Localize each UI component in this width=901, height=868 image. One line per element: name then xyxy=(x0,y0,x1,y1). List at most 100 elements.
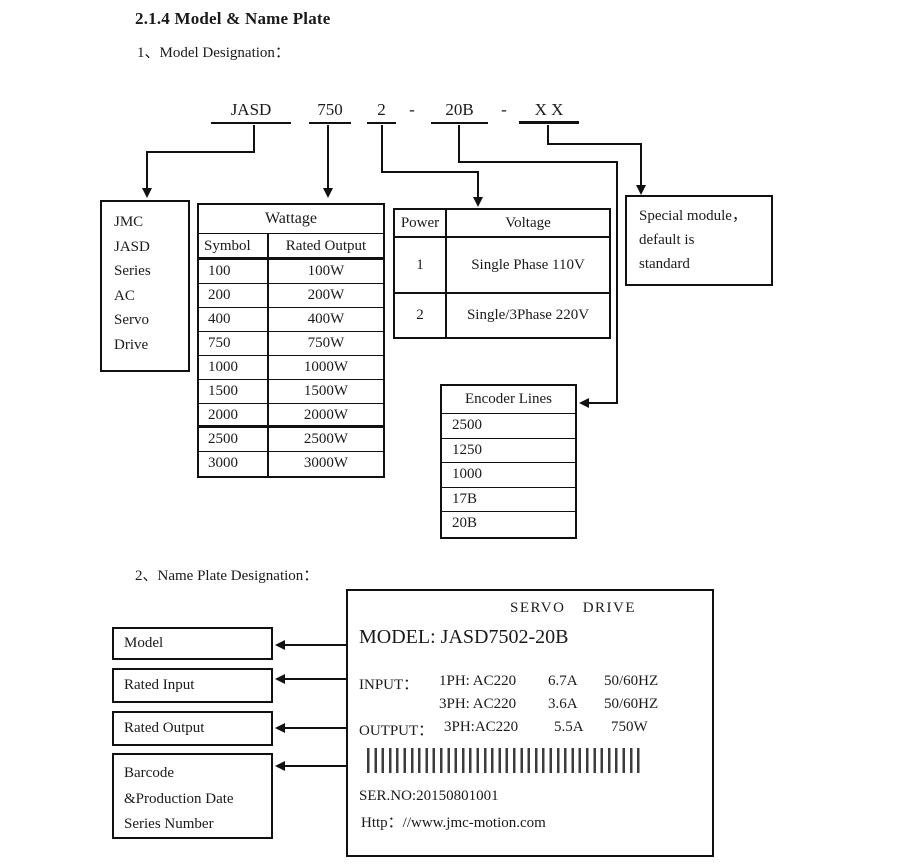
symbol-cell: 2500 xyxy=(199,428,269,451)
model-code-special: X X xyxy=(519,99,579,124)
power-row: 1 Single Phase 110V xyxy=(395,238,609,294)
series-description-box: JMC JASD Series AC Servo Drive xyxy=(100,200,190,372)
series-line: Servo xyxy=(114,312,149,328)
plate-output-current: 5.5A xyxy=(554,719,584,735)
page-title: 2.1.4 Model & Name Plate xyxy=(135,9,331,28)
plate-input-frequency: 50/60HZ xyxy=(604,696,659,712)
plate-output-phase: 3PH:AC220 xyxy=(444,719,519,735)
output-cell: 750W xyxy=(307,335,345,351)
encoder-option: 1000 xyxy=(442,463,575,488)
series-line: Series xyxy=(114,263,151,279)
symbol-cell: 200 xyxy=(199,284,269,307)
plate-input-phase: 3PH: AC220 xyxy=(439,696,517,712)
output-cell: 1000W xyxy=(303,359,349,375)
output-cell: 400W xyxy=(307,311,345,327)
plate-input-label: INPUT： xyxy=(359,677,419,693)
symbol-cell: 2000 xyxy=(199,404,269,425)
plate-input-frequency: 50/60HZ xyxy=(604,673,659,689)
special-module-line: standard xyxy=(639,256,690,272)
power-table-header: Power Voltage xyxy=(395,210,609,238)
power-col-header: Power xyxy=(395,210,447,236)
plate-serial-number: SER.NO:20150801001 xyxy=(359,788,499,804)
wattage-row: 750 750W xyxy=(199,332,383,356)
wattage-col-rated-output: Rated Output xyxy=(285,238,367,254)
plate-output-power: 750W xyxy=(611,719,648,735)
series-line: Drive xyxy=(114,336,149,353)
voltage-cell: Single/3Phase 220V xyxy=(466,307,590,323)
section-2-label: 2、Name Plate Designation： xyxy=(135,568,319,584)
output-cell: 2500W xyxy=(303,431,349,447)
series-line: AC xyxy=(114,287,135,304)
label-text: Rated Input xyxy=(124,677,195,693)
voltage-col-header: Voltage xyxy=(505,214,551,231)
barcode-image xyxy=(367,748,644,773)
label-text: Series Number xyxy=(124,816,214,832)
wattage-row: 1500 1500W xyxy=(199,380,383,404)
special-module-line: Special module， xyxy=(639,208,747,224)
wattage-row: 3000 3000W xyxy=(199,452,383,476)
wattage-row: 100 100W xyxy=(199,260,383,284)
plate-input-phase: 1PH: AC220 xyxy=(439,673,517,689)
connector-special-line xyxy=(547,125,642,186)
label-text: Model xyxy=(124,635,164,651)
plate-output-label: OUTPUT： xyxy=(359,723,434,739)
wattage-row: 400 400W xyxy=(199,308,383,332)
output-cell: 200W xyxy=(307,287,345,303)
encoder-lines-box: Encoder Lines 2500 1250 1000 17B 20B xyxy=(440,384,577,539)
encoder-option: 2500 xyxy=(442,414,575,439)
output-cell: 100W xyxy=(307,263,345,279)
wattage-table-header: Symbol Rated Output xyxy=(199,234,383,260)
plate-input-current: 3.6A xyxy=(548,696,578,712)
wattage-row: 2500 2500W xyxy=(199,428,383,452)
power-voltage-table: Power Voltage 1 Single Phase 110V 2 Sing… xyxy=(393,208,611,339)
connector-power-line xyxy=(381,125,479,198)
power-cell: 1 xyxy=(395,238,447,292)
label-text: &Production Date xyxy=(124,790,234,807)
section-1-label: 1、Model Designation： xyxy=(137,45,290,61)
voltage-cell: Single Phase 110V xyxy=(471,256,585,273)
symbol-cell: 750 xyxy=(199,332,269,355)
label-box-model: Model xyxy=(112,627,273,660)
power-row: 2 Single/3Phase 220V xyxy=(395,294,609,337)
label-box-rated-input: Rated Input xyxy=(112,668,273,703)
output-cell: 1500W xyxy=(303,383,349,399)
wattage-table-title: Wattage xyxy=(199,205,383,234)
output-cell: 2000W xyxy=(303,407,349,423)
plate-input-current: 6.7A xyxy=(548,673,578,689)
label-box-barcode: Barcode &Production Date Series Number xyxy=(112,753,273,839)
model-code-wattage: 750 xyxy=(309,99,351,124)
connector-series-line xyxy=(146,125,255,189)
special-module-line: default is xyxy=(639,232,695,248)
symbol-cell: 400 xyxy=(199,308,269,331)
name-plate: SERVO DRIVE MODEL: JASD7502-20B INPUT： 1… xyxy=(346,589,714,857)
symbol-cell: 1000 xyxy=(199,356,269,379)
plate-title: SERVO DRIVE xyxy=(510,600,637,616)
label-text: Rated Output xyxy=(124,720,205,736)
power-cell: 2 xyxy=(395,294,447,337)
encoder-lines-title: Encoder Lines xyxy=(442,386,575,414)
series-line: JASD xyxy=(114,238,150,255)
model-code-dash: - xyxy=(409,100,415,119)
series-line: JMC xyxy=(114,214,144,230)
wattage-col-symbol: Symbol xyxy=(199,234,269,257)
symbol-cell: 1500 xyxy=(199,380,269,403)
output-cell: 3000W xyxy=(303,455,349,471)
label-box-rated-output: Rated Output xyxy=(112,711,273,746)
encoder-option: 17B xyxy=(442,488,575,513)
model-code-series: JASD xyxy=(211,99,291,124)
wattage-row: 2000 2000W xyxy=(199,404,383,428)
model-code-encoder: 20B xyxy=(431,99,488,124)
model-code-dash: - xyxy=(501,100,507,119)
label-text: Barcode xyxy=(124,765,174,781)
model-code-power: 2 xyxy=(367,99,396,124)
plate-website: Http：//www.jmc-motion.com xyxy=(361,815,546,831)
encoder-option: 20B xyxy=(452,515,478,532)
symbol-cell: 3000 xyxy=(199,452,269,476)
wattage-row: 200 200W xyxy=(199,284,383,308)
special-module-box: Special module， default is standard xyxy=(625,195,773,286)
wattage-row: 1000 1000W xyxy=(199,356,383,380)
encoder-option: 1250 xyxy=(442,439,575,464)
symbol-cell: 100 xyxy=(199,260,269,283)
plate-model-line: MODEL: JASD7502-20B xyxy=(359,626,569,648)
